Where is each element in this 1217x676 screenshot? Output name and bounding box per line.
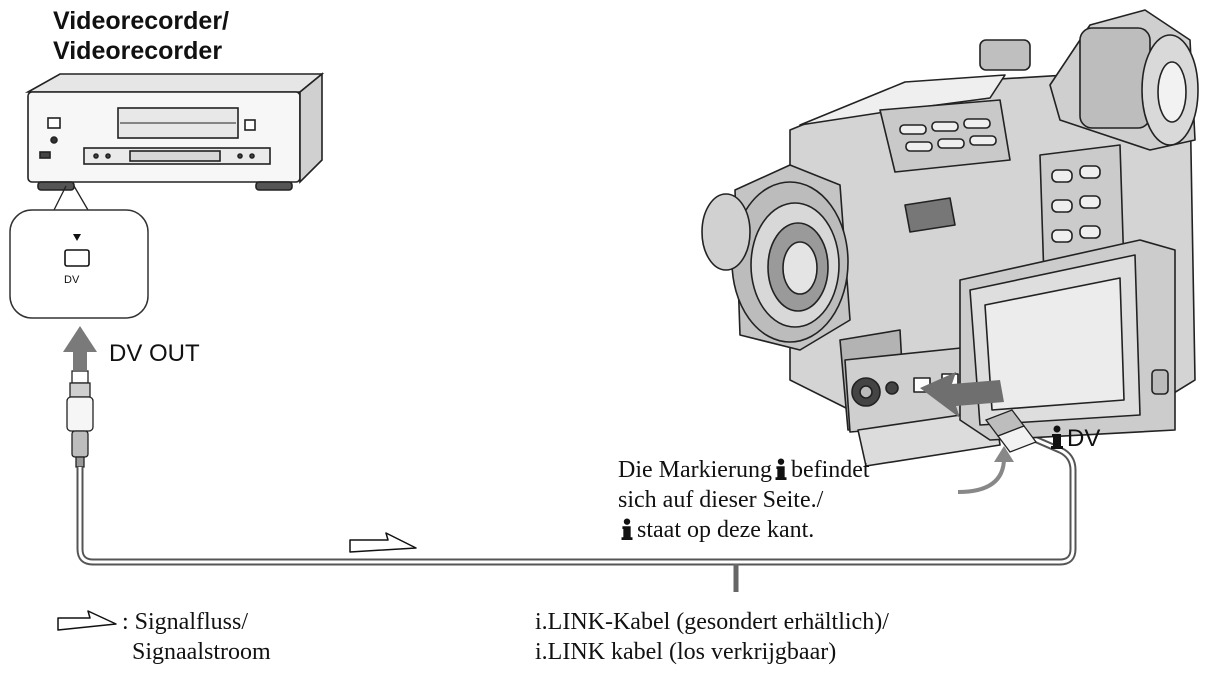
down-triangle-icon [73,234,81,241]
callout-line1-before: Die Markierung [618,457,772,483]
callout-line3: staat op deze kant. [618,516,814,545]
callout-arrowhead-icon [994,446,1014,462]
callout-line3-after: staat op deze kant. [637,517,815,543]
signal-flow-arrow-icon [349,532,417,553]
legend-line1: : Signalfluss/ [122,609,249,635]
vcr-title-line2: Videorecorder [53,37,223,65]
dv-port-icon [64,249,90,267]
insert-arrow-icon [920,372,1004,418]
ilink-i-icon [1051,425,1063,449]
legend-signal-arrow-icon [57,610,117,631]
dv-out-label: DV OUT [109,340,200,367]
ilink-cable [76,433,1077,566]
callout-line2: sich auf dieser Seite./ [618,487,824,513]
callout-line1: Die Markierung befindet [618,456,870,485]
vcr-title-line1: Videorecorder/ [53,7,230,35]
cable-label-line1: i.LINK-Kabel (gesondert erhältlich)/ [535,609,889,635]
vcr-jack-label: DV [64,274,80,286]
ilink-i-icon [621,518,633,540]
ilink-i-icon [775,458,787,480]
cable-label-line2: i.LINK kabel (los verkrijgbaar) [535,639,837,665]
callout-line1-after: befindet [790,457,870,483]
up-arrow-icon [63,326,97,370]
jack-callout-lines [53,185,89,211]
ilink-plug-left [66,370,94,468]
dv-in-label: DV [1048,425,1100,453]
vcr-illustration [24,72,325,191]
callout-curved-arrow [957,457,1006,494]
ilink-plug-right [984,409,1038,453]
vcr-dv-jack-inset [9,209,149,319]
legend-line2: Signaalstroom [132,639,271,665]
camcorder-illustration [701,9,1199,467]
